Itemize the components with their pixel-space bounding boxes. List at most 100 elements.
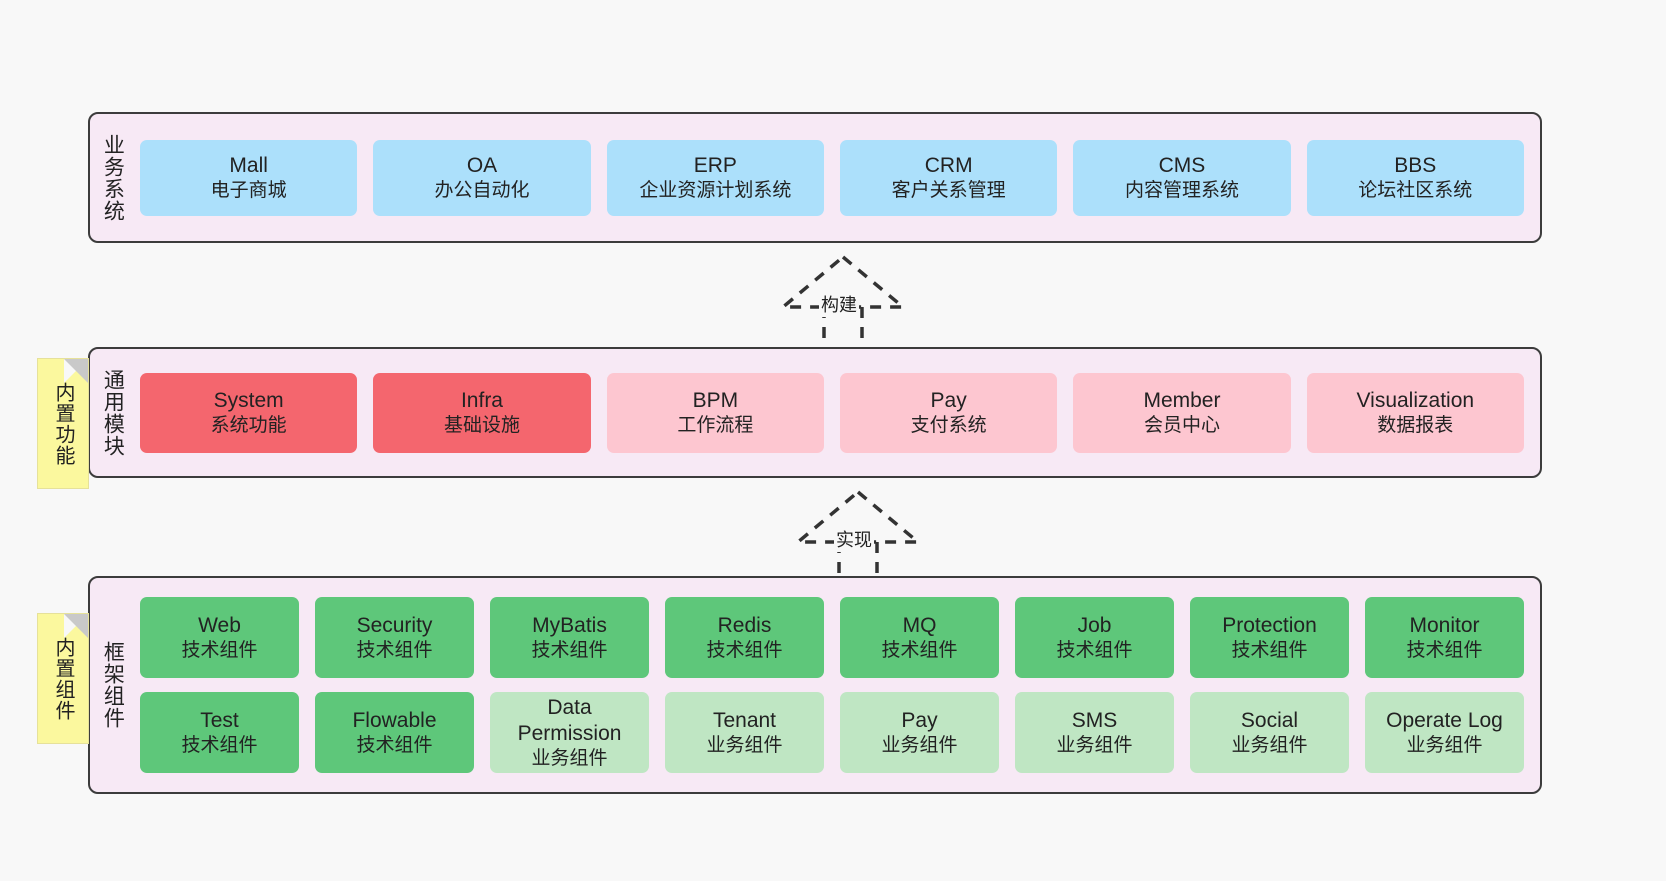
card-subtitle: 基础设施 <box>443 414 520 436</box>
card-operate-log[interactable]: Operate Log 业务组件 <box>1365 692 1524 773</box>
connector-implement-label: 实现 <box>834 526 874 552</box>
card-subtitle: 业务组件 <box>881 734 958 756</box>
card-mybatis[interactable]: MyBatis 技术组件 <box>490 597 649 678</box>
card-title: Data Permission <box>517 696 622 745</box>
note-label: 内置功能 <box>52 381 74 466</box>
layer-title-framework-components: 框架组件 <box>101 641 125 729</box>
card-title: MQ <box>902 614 937 638</box>
card-bbs[interactable]: BBS 论坛社区系统 <box>1306 139 1524 216</box>
layer-body-framework-components: Web 技术组件 Security 技术组件 MyBatis 技术组件 Redi… <box>134 578 1540 792</box>
card-subtitle: 技术组件 <box>181 734 258 756</box>
card-row: Web 技术组件 Security 技术组件 MyBatis 技术组件 Redi… <box>140 597 1524 678</box>
card-title: CRM <box>924 154 973 178</box>
card-web[interactable]: Web 技术组件 <box>140 597 299 678</box>
card-mq[interactable]: MQ 技术组件 <box>840 597 999 678</box>
card-title: Mall <box>229 154 268 178</box>
card-monitor[interactable]: Monitor 技术组件 <box>1365 597 1524 678</box>
card-title: CMS <box>1158 154 1206 178</box>
card-title: Flowable <box>352 709 437 733</box>
card-row: Mall 电子商城 OA 办公自动化 ERP 企业资源计划系统 CRM 客户关系… <box>140 139 1524 216</box>
card-subtitle: 技术组件 <box>881 639 958 661</box>
card-title: Test <box>200 709 239 733</box>
card-social[interactable]: Social 业务组件 <box>1190 692 1349 773</box>
card-title: Member <box>1143 389 1221 413</box>
card-title: Redis <box>717 614 772 638</box>
note-builtin-component: 内置组件 <box>37 613 89 744</box>
card-subtitle: 内容管理系统 <box>1124 179 1239 201</box>
card-title: ERP <box>693 154 737 178</box>
card-subtitle: 企业资源计划系统 <box>639 179 792 201</box>
card-mall[interactable]: Mall 电子商城 <box>140 139 358 216</box>
card-subtitle: 客户关系管理 <box>891 179 1006 201</box>
card-flowable[interactable]: Flowable 技术组件 <box>315 692 474 773</box>
card-title: Social <box>1240 709 1299 733</box>
card-security[interactable]: Security 技术组件 <box>315 597 474 678</box>
layer-title-business-systems: 业务系统 <box>101 133 125 222</box>
card-subtitle: 办公自动化 <box>434 179 530 201</box>
card-tenant[interactable]: Tenant 业务组件 <box>665 692 824 773</box>
card-subtitle: 技术组件 <box>531 639 608 661</box>
layer-business-systems: 业务系统 Mall 电子商城 OA 办公自动化 ERP 企业资源计划系统 CRM… <box>88 112 1542 243</box>
card-subtitle: 工作流程 <box>677 414 754 436</box>
card-subtitle: 业务组件 <box>531 747 608 769</box>
card-title: BPM <box>692 389 739 413</box>
card-subtitle: 业务组件 <box>706 734 783 756</box>
card-subtitle: 技术组件 <box>181 639 258 661</box>
card-system[interactable]: System 系统功能 <box>140 372 358 453</box>
card-title: SMS <box>1071 709 1118 733</box>
card-sms[interactable]: SMS 业务组件 <box>1015 692 1174 773</box>
note-builtin-function: 内置功能 <box>37 358 89 489</box>
card-subtitle: 业务组件 <box>1406 734 1483 756</box>
card-subtitle: 业务组件 <box>1231 734 1308 756</box>
card-cms[interactable]: CMS 内容管理系统 <box>1073 139 1291 216</box>
card-title: MyBatis <box>532 614 607 638</box>
layer-framework-components: 框架组件 Web 技术组件 Security 技术组件 MyBatis 技术组件… <box>88 576 1542 794</box>
connector-implement: 实现 <box>768 488 948 588</box>
card-job[interactable]: Job 技术组件 <box>1015 597 1174 678</box>
layer-title-common-modules: 通用模块 <box>101 368 125 457</box>
connector-build-label: 构建 <box>819 291 859 317</box>
card-title: Tenant <box>712 709 777 733</box>
card-title: Pay <box>930 389 967 413</box>
card-title: Infra <box>460 389 503 413</box>
card-redis[interactable]: Redis 技术组件 <box>665 597 824 678</box>
card-title: Protection <box>1222 614 1317 638</box>
card-title: Visualization <box>1356 389 1475 413</box>
card-subtitle: 支付系统 <box>910 414 987 436</box>
card-subtitle: 技术组件 <box>1056 639 1133 661</box>
card-crm[interactable]: CRM 客户关系管理 <box>839 139 1058 216</box>
card-title: BBS <box>1394 154 1437 178</box>
connector-build: 构建 <box>753 253 933 353</box>
card-row: System 系统功能 Infra 基础设施 BPM 工作流程 Pay 支付系统… <box>140 372 1524 453</box>
card-subtitle: 技术组件 <box>1406 639 1483 661</box>
card-subtitle: 数据报表 <box>1377 414 1454 436</box>
card-title: Web <box>198 614 241 638</box>
card-row: Test 技术组件 Flowable 技术组件 Data Permission … <box>140 692 1524 773</box>
card-subtitle: 技术组件 <box>706 639 783 661</box>
card-bpm[interactable]: BPM 工作流程 <box>606 372 824 453</box>
card-subtitle: 技术组件 <box>1231 639 1308 661</box>
card-title: Pay <box>901 709 938 733</box>
card-infra[interactable]: Infra 基础设施 <box>373 372 591 453</box>
card-member[interactable]: Member 会员中心 <box>1073 372 1291 453</box>
card-test[interactable]: Test 技术组件 <box>140 692 299 773</box>
card-subtitle: 业务组件 <box>1056 734 1133 756</box>
card-erp[interactable]: ERP 企业资源计划系统 <box>606 139 824 216</box>
card-protection[interactable]: Protection 技术组件 <box>1190 597 1349 678</box>
card-subtitle: 电子商城 <box>210 179 287 201</box>
card-oa[interactable]: OA 办公自动化 <box>373 139 591 216</box>
card-title: OA <box>466 154 498 178</box>
layer-body-business-systems: Mall 电子商城 OA 办公自动化 ERP 企业资源计划系统 CRM 客户关系… <box>134 114 1540 241</box>
note-label: 内置组件 <box>52 636 74 721</box>
card-subtitle: 会员中心 <box>1143 414 1220 436</box>
card-subtitle: 技术组件 <box>356 639 433 661</box>
card-subtitle: 论坛社区系统 <box>1358 179 1473 201</box>
card-title: Operate Log <box>1386 709 1503 733</box>
card-data-permission[interactable]: Data Permission 业务组件 <box>490 692 649 773</box>
card-pay[interactable]: Pay 支付系统 <box>839 372 1058 453</box>
card-title: Monitor <box>1409 614 1480 638</box>
card-pay-business[interactable]: Pay 业务组件 <box>840 692 999 773</box>
card-visualization[interactable]: Visualization 数据报表 <box>1306 372 1524 453</box>
card-subtitle: 技术组件 <box>356 734 433 756</box>
